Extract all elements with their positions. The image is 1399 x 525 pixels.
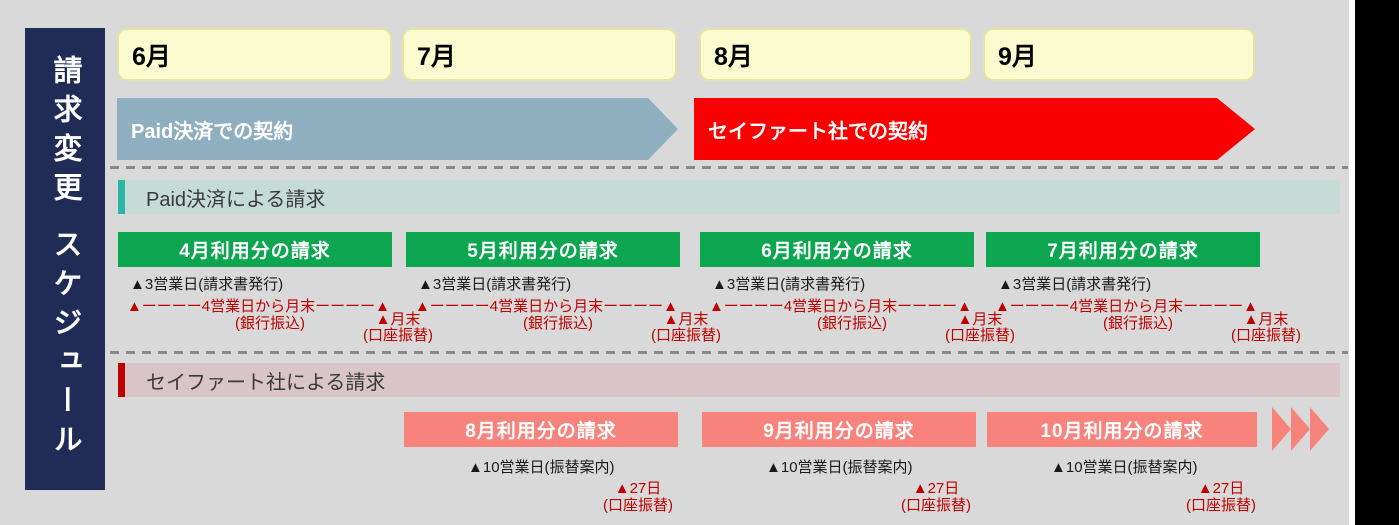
- month-header: 8月: [699, 28, 972, 81]
- right-edge-black-strip: [1355, 0, 1399, 525]
- direct-debit-label: (口座振替): [901, 497, 971, 514]
- debit-date-label: ▲27日: [614, 480, 662, 497]
- month-header: 7月: [402, 28, 677, 81]
- bank-transfer-label: (銀行振込): [817, 315, 887, 332]
- usage-billing-box: 5月利用分の請求: [406, 232, 680, 267]
- debit-date-marker: ▲27日(口座振替): [563, 480, 713, 514]
- transfer-notice-note: ▲10営業日(振替案内): [468, 459, 615, 476]
- debit-date-marker: ▲27日(口座振替): [861, 480, 1011, 514]
- debit-date-label: ▲27日: [1197, 480, 1245, 497]
- month-label: 9月: [998, 42, 1037, 71]
- paid-billing-section-title: Paid決済による請求: [146, 188, 326, 211]
- direct-debit-label: (口座振替): [1231, 327, 1301, 344]
- month-end-marker: ▲月末(口座振替): [328, 312, 468, 344]
- paid-billing-section-header: Paid決済による請求: [118, 180, 1340, 214]
- month-header: 6月: [117, 28, 392, 81]
- seifert-billing-column: 9月利用分の請求 ▲10営業日(振替案内) ▲27日(口座振替): [702, 412, 976, 522]
- month-end-label: ▲月末: [663, 311, 709, 328]
- invoice-issue-note: ▲3営業日(請求書発行): [130, 276, 284, 293]
- paid-contract-label: Paid決済での契約: [131, 120, 294, 143]
- invoice-issue-note: ▲3営業日(請求書発行): [712, 276, 866, 293]
- paid-contract-arrow: Paid決済での契約: [117, 98, 678, 160]
- month-header: 9月: [983, 28, 1255, 81]
- direct-debit-label: (口座振替): [603, 497, 673, 514]
- direct-debit-label: (口座振替): [945, 327, 1015, 344]
- month-end-marker: ▲月末(口座振替): [910, 312, 1050, 344]
- bank-transfer-window-note: ▲ーーーー4営業日から月末ーーーー▲: [126, 298, 390, 315]
- invoice-issue-note: ▲3営業日(請求書発行): [418, 276, 572, 293]
- bank-transfer-window-note: ▲ーーーー4営業日から月末ーーーー▲: [708, 298, 972, 315]
- paid-billing-column: 6月利用分の請求 ▲3営業日(請求書発行) ▲ーーーー4営業日から月末ーーーー▲(銀…: [700, 232, 1015, 350]
- seifert-billing-column: 8月利用分の請求 ▲10営業日(振替案内) ▲27日(口座振替): [404, 412, 678, 522]
- paid-billing-column: 7月利用分の請求 ▲3営業日(請求書発行) ▲ーーーー4営業日から月末ーーーー▲(銀…: [986, 232, 1301, 350]
- right-edge-divider: [1349, 0, 1355, 525]
- debit-date-label: ▲27日: [912, 480, 960, 497]
- month-end-label: ▲月末: [1243, 311, 1289, 328]
- bank-transfer-label: (銀行振込): [523, 315, 593, 332]
- bank-transfer-label: (銀行振込): [1103, 315, 1173, 332]
- month-label: 7月: [417, 42, 456, 71]
- schedule-title-bar: 請求変更 スケジュール: [25, 28, 105, 490]
- usage-billing-box: 7月利用分の請求: [986, 232, 1260, 267]
- debit-date-marker: ▲27日(口座振替): [1146, 480, 1296, 514]
- invoice-issue-note: ▲3営業日(請求書発行): [998, 276, 1152, 293]
- chevron-right-icon: [1310, 407, 1329, 451]
- direct-debit-label: (口座振替): [363, 327, 433, 344]
- transfer-notice-note: ▲10営業日(振替案内): [1051, 459, 1198, 476]
- month-end-label: ▲月末: [957, 311, 1003, 328]
- section-divider-bottom: [110, 351, 1348, 354]
- month-end-marker: ▲月末(口座振替): [616, 312, 756, 344]
- continue-chevrons-icon: [1272, 407, 1329, 451]
- bank-transfer-window-note: ▲ーーーー4営業日から月末ーーーー▲: [994, 298, 1258, 315]
- bank-transfer-window-note: ▲ーーーー4営業日から月末ーーーー▲: [414, 298, 678, 315]
- paid-billing-column: 5月利用分の請求 ▲3営業日(請求書発行) ▲ーーーー4営業日から月末ーーーー▲(銀…: [406, 232, 721, 350]
- usage-billing-box: 9月利用分の請求: [702, 412, 976, 447]
- usage-billing-box: 4月利用分の請求: [118, 232, 392, 267]
- schedule-title: 請求変更 スケジュール: [49, 54, 81, 464]
- seifert-billing-section-header: セイファート社による請求: [118, 363, 1340, 397]
- transfer-notice-note: ▲10営業日(振替案内): [766, 459, 913, 476]
- month-end-marker: ▲月末(口座振替): [1196, 312, 1336, 344]
- direct-debit-label: (口座振替): [1186, 497, 1256, 514]
- seifert-billing-section-title: セイファート社による請求: [146, 371, 386, 394]
- paid-billing-column: 4月利用分の請求 ▲3営業日(請求書発行) ▲ーーーー4営業日から月末ーーーー▲(銀…: [118, 232, 433, 350]
- month-label: 6月: [132, 42, 171, 71]
- bank-transfer-label: (銀行振込): [235, 315, 305, 332]
- chevron-right-icon: [1291, 407, 1310, 451]
- direct-debit-label: (口座振替): [651, 327, 721, 344]
- month-label: 8月: [714, 42, 753, 71]
- seifert-billing-column: 10月利用分の請求 ▲10営業日(振替案内) ▲27日(口座振替): [987, 412, 1257, 522]
- usage-billing-box: 6月利用分の請求: [700, 232, 974, 267]
- chevron-right-icon: [1272, 407, 1291, 451]
- section-divider-top: [110, 166, 1348, 169]
- seifert-contract-arrow: セイファート社での契約: [694, 98, 1255, 160]
- seifert-contract-label: セイファート社での契約: [708, 120, 928, 143]
- usage-billing-box: 8月利用分の請求: [404, 412, 678, 447]
- month-end-label: ▲月末: [375, 311, 421, 328]
- usage-billing-box: 10月利用分の請求: [987, 412, 1257, 447]
- teal-accent-bar: [118, 180, 125, 214]
- red-accent-bar: [118, 363, 125, 397]
